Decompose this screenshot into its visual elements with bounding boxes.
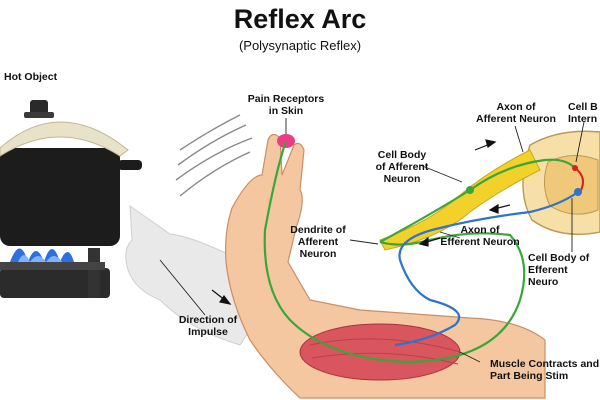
label-dendrite-afferent: Dendrite of Afferent Neuron <box>290 224 346 260</box>
motion-lines <box>175 114 253 197</box>
spinal-nerve <box>379 149 541 251</box>
afferent-neuron-path <box>263 140 576 364</box>
stove-burner <box>0 248 110 298</box>
impulse-arrows <box>211 139 511 305</box>
label-cell-body-afferent: Cell Body of Afferent Neuron <box>375 149 429 185</box>
label-muscle-contracts: Muscle Contracts and Part Being Stim <box>490 358 600 382</box>
label-pain-receptors: Pain Receptors in Skin <box>247 93 325 117</box>
diagram-subtitle: (Polysynaptic Reflex) <box>238 38 362 53</box>
label-axon-afferent: Axon of Afferent Neuron <box>476 101 556 125</box>
withdrawn-hand-outline <box>125 204 271 346</box>
flame-icon <box>10 248 74 262</box>
pot-icon <box>0 100 142 246</box>
neuron-cell-bodies <box>466 165 582 196</box>
label-axon-efferent: Axon of Efferent Neuron <box>440 224 520 248</box>
efferent-neuron-path <box>394 191 579 347</box>
label-pointer-lines <box>159 118 585 363</box>
spinal-cord-cross-section <box>522 130 600 235</box>
label-cell-body-efferent: Cell Body of Efferent Neuro <box>528 252 590 288</box>
label-cell-body-interneuron: Cell B Intern <box>568 101 598 125</box>
label-direction-of-impulse: Direction of Impulse <box>178 314 238 338</box>
diagram-title: Reflex Arc <box>233 4 367 34</box>
label-hot-object: Hot Object <box>4 71 58 83</box>
